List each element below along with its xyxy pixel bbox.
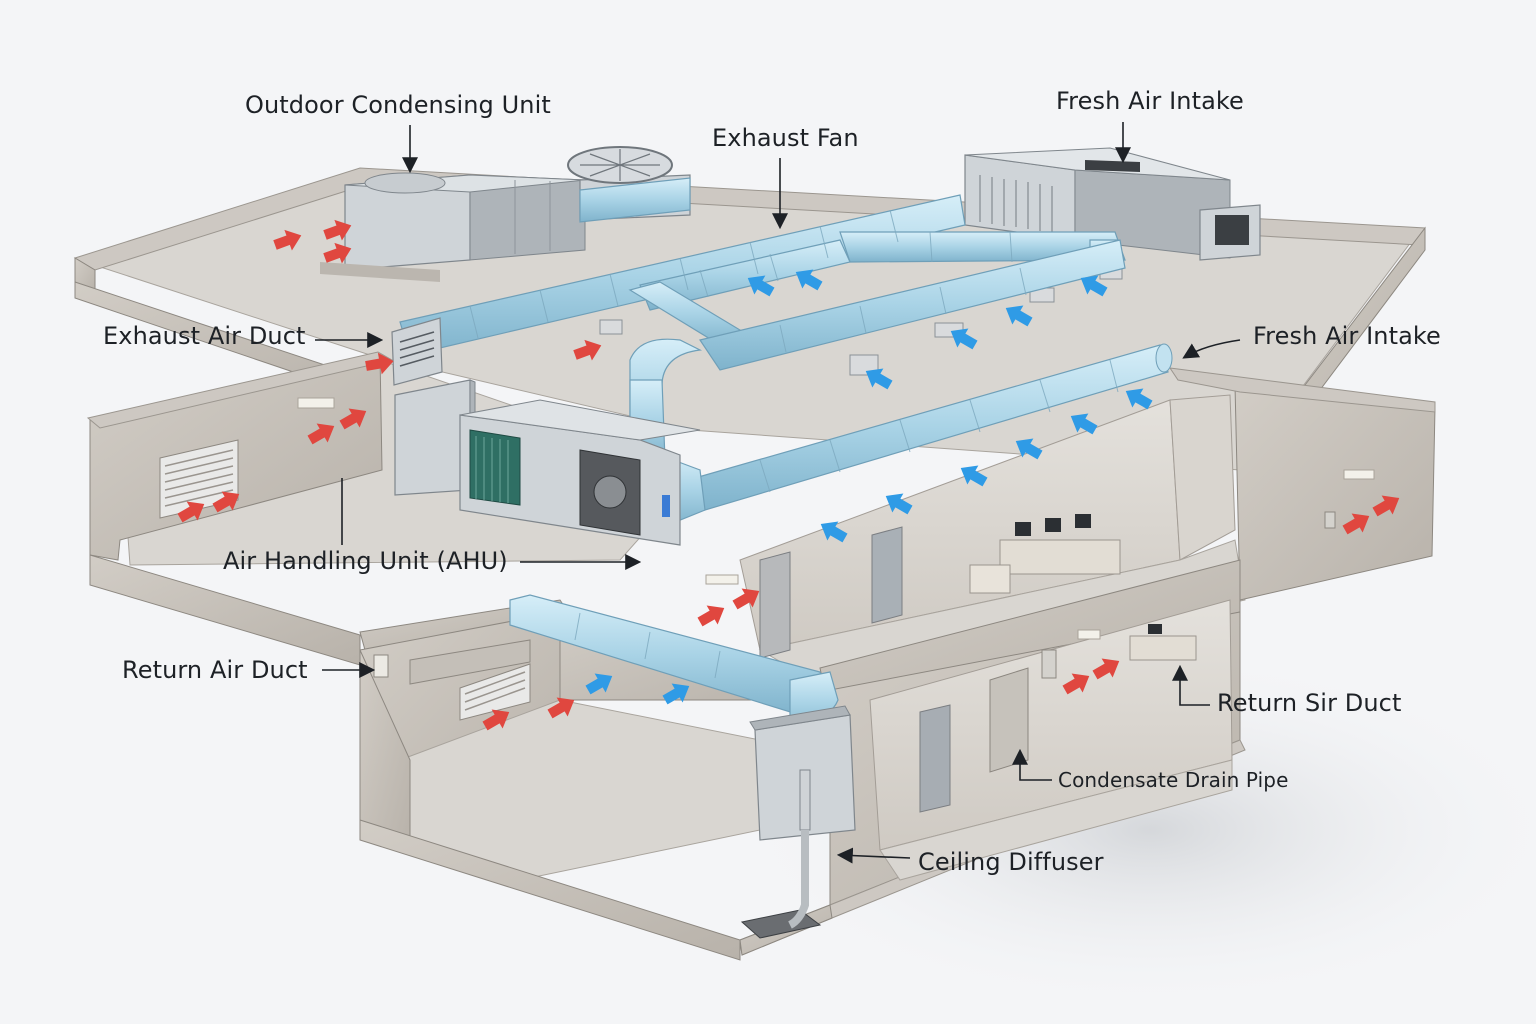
supply-air-arrow-icon — [885, 493, 913, 515]
label-condensate-drain-pipe: Condensate Drain Pipe — [1058, 768, 1289, 792]
label-outdoor-condensing-unit: Outdoor Condensing Unit — [245, 91, 551, 119]
label-return-air-duct: Return Air Duct — [122, 656, 308, 684]
return-air-arrow-icon — [573, 339, 602, 361]
doors — [759, 526, 1029, 813]
supply-air-arrow-icon — [747, 275, 775, 297]
supply-air-arrow-icon — [1015, 438, 1043, 460]
supply-air-arrow-icon — [585, 673, 613, 695]
label-fresh-air-intake-right: Fresh Air Intake — [1253, 322, 1441, 350]
return-air-arrow-icon — [547, 697, 575, 719]
return-air-arrow-icon — [732, 588, 760, 610]
return-air-arrow-icon — [273, 229, 302, 251]
return-air-arrow-icon — [212, 491, 240, 513]
return-air-arrow-icon — [323, 242, 352, 264]
supply-air-arrow-icon — [795, 269, 823, 291]
supply-air-arrow-icon — [1005, 305, 1033, 327]
label-air-handling-unit: Air Handling Unit (AHU) — [223, 547, 508, 575]
return-air-arrow-icon — [482, 709, 510, 731]
return-air-arrow-icon — [697, 605, 725, 627]
supply-air-arrow-icon — [1125, 388, 1153, 410]
supply-air-arrow-icon — [960, 465, 988, 487]
return-air-arrows — [177, 219, 1400, 731]
supply-air-arrow-icon — [950, 328, 978, 350]
supply-air-arrow-icon — [820, 521, 848, 543]
return-air-arrow-icon — [1092, 658, 1120, 680]
office-furniture — [969, 514, 1197, 661]
air-handling-unit — [394, 379, 856, 929]
supply-air-arrow-icon — [865, 368, 893, 390]
return-air-arrow-icon — [323, 219, 352, 241]
outdoor-condensing-unit — [320, 172, 586, 282]
fresh-air-intake-unit — [964, 147, 1261, 261]
supply-air-arrow-icon — [1070, 413, 1098, 435]
leader-lines — [315, 122, 1241, 864]
supply-air-arrow-icon — [662, 683, 690, 705]
label-fresh-air-intake-top: Fresh Air Intake — [1056, 87, 1244, 115]
supply-air-arrows — [585, 269, 1153, 705]
return-air-arrow-icon — [365, 352, 394, 375]
label-ceiling-diffuser: Ceiling Diffuser — [918, 848, 1104, 876]
return-air-arrow-icon — [1372, 495, 1400, 517]
return-air-arrow-icon — [177, 501, 205, 523]
return-air-arrow-icon — [339, 408, 367, 430]
return-air-arrow-icon — [307, 423, 335, 445]
wall-grilles — [159, 397, 1375, 939]
return-air-arrow-icon — [1062, 673, 1090, 695]
label-exhaust-air-duct: Exhaust Air Duct — [103, 322, 306, 350]
supply-air-arrow-icon — [1080, 275, 1108, 297]
return-air-arrow-icon — [1342, 513, 1370, 535]
roof-ductwork — [391, 177, 1126, 463]
label-return-sir-duct: Return Sir Duct — [1217, 689, 1402, 717]
label-exhaust-fan: Exhaust Fan — [712, 124, 859, 152]
